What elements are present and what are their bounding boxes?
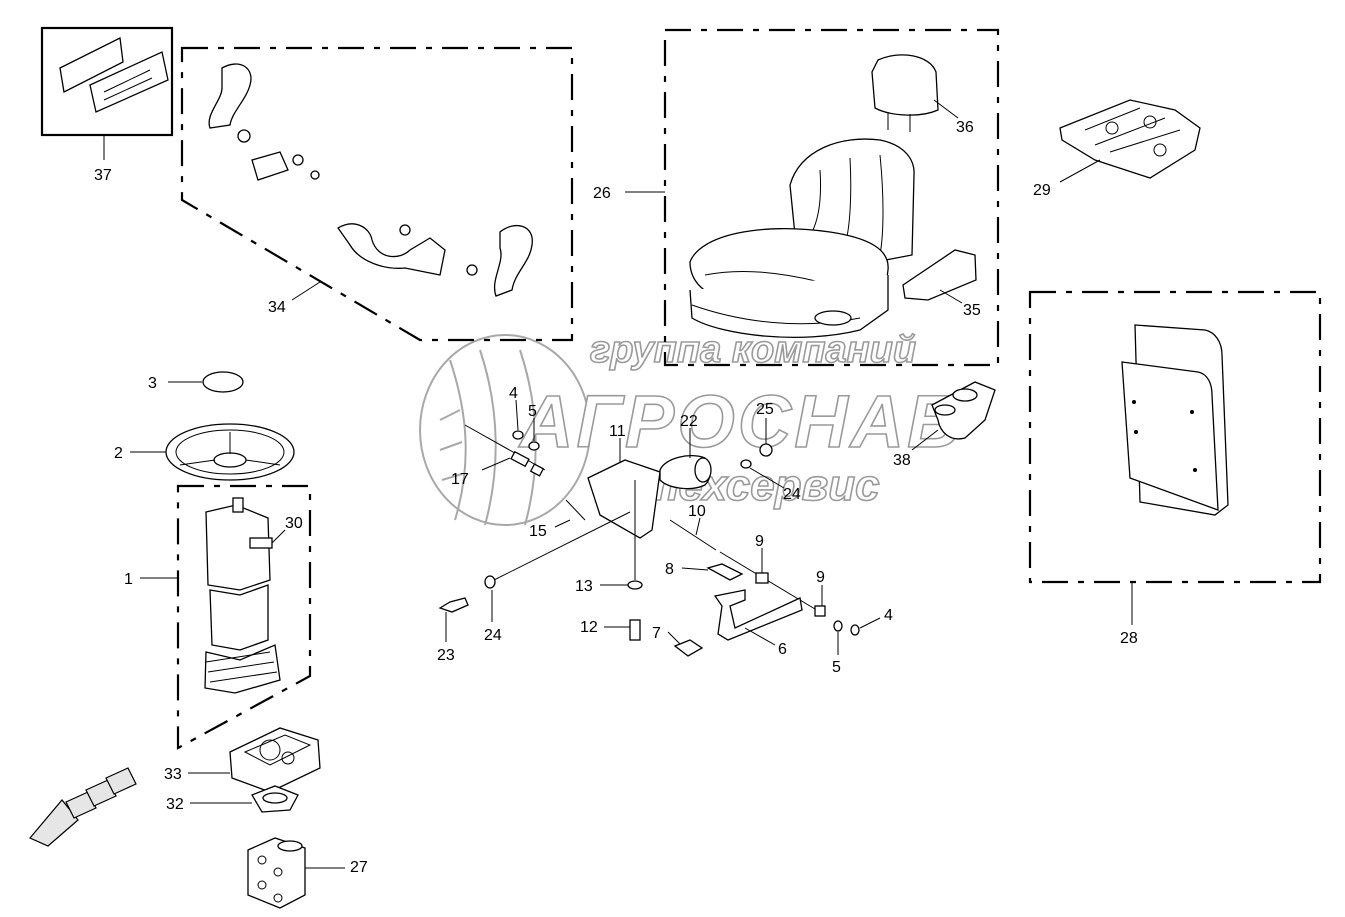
callout-1: 1	[124, 571, 133, 588]
callout-4-lower: 4	[884, 607, 893, 624]
callout-25: 25	[756, 401, 774, 418]
part-25-nut	[759, 443, 773, 457]
group-steering-valve	[188, 727, 345, 909]
part-23-bolt	[438, 597, 469, 613]
part-35-armrest	[902, 249, 977, 301]
callout-35: 35	[963, 302, 981, 319]
group-34-armrests	[180, 46, 574, 342]
part-10-shaft	[669, 519, 717, 551]
callout-8: 8	[665, 561, 674, 578]
part-17-rod	[464, 424, 546, 471]
frame-26	[663, 28, 1000, 367]
callout-36: 36	[956, 119, 974, 136]
part-9-bushing	[755, 572, 769, 584]
callout-32: 32	[166, 796, 184, 813]
callout-10: 10	[688, 503, 706, 520]
part-8-clip	[706, 563, 744, 581]
callout-2: 2	[114, 445, 123, 462]
part-7-pad	[673, 639, 704, 657]
callout-17: 17	[451, 471, 469, 488]
part-34-armrest-right	[494, 224, 533, 297]
group-29-seat-plate	[1059, 99, 1201, 183]
part-33-plate	[229, 727, 321, 793]
callout-38: 38	[893, 452, 911, 469]
callout-34: 34	[268, 299, 286, 316]
callout-6: 6	[778, 641, 787, 658]
part-6-lever	[713, 589, 803, 641]
frame-34	[180, 46, 574, 342]
frame-1	[176, 484, 312, 750]
callout-5-top: 5	[528, 403, 537, 420]
group-38-cup-holder	[911, 381, 996, 451]
callout-9-left: 9	[755, 533, 764, 550]
callout-23: 23	[437, 647, 455, 664]
part-27-valve	[247, 837, 306, 909]
callout-30: 30	[285, 515, 303, 532]
callout-22: 22	[680, 413, 698, 430]
part-4-washer	[512, 430, 524, 440]
callout-4-top: 4	[509, 385, 518, 402]
callout-26: 26	[593, 185, 611, 202]
callout-labels: 37 34 26 36 35 29 28 38 3 2 1 30 33 32 2…	[94, 119, 1138, 876]
part-5-washer-lower	[833, 620, 843, 632]
part-5-washer	[528, 441, 540, 451]
callout-5-lower: 5	[832, 659, 841, 676]
callout-28: 28	[1120, 630, 1138, 647]
callout-33: 33	[164, 766, 182, 783]
part-34-hinge-left	[251, 151, 289, 181]
watermark-logo	[419, 334, 591, 526]
part-15-spring	[565, 499, 586, 521]
part-24-washer-lower	[484, 575, 496, 589]
part-11-bracket	[587, 459, 661, 539]
callout-11: 11	[609, 423, 626, 440]
callout-7: 7	[652, 625, 661, 642]
callout-12: 12	[580, 619, 598, 636]
forward-arrow-icon	[29, 767, 137, 847]
group-28-panel	[1028, 290, 1322, 625]
part-4-washer-lower	[850, 624, 860, 636]
part-13-washer	[627, 580, 643, 590]
part-29-plate	[1059, 99, 1201, 179]
group-37-cab-pocket	[40, 26, 174, 160]
part-24-washer-right	[740, 459, 752, 469]
watermark-line2: АГРОСНАБ	[518, 380, 963, 463]
part-34-armrest-left	[208, 63, 252, 129]
callout-24-right: 24	[783, 486, 801, 503]
callout-37: 37	[94, 167, 112, 184]
callout-3: 3	[148, 375, 157, 392]
callout-24-lower: 24	[484, 627, 502, 644]
part-38-cup-holder	[931, 381, 996, 440]
part-1-boot	[204, 644, 281, 694]
callout-9-right: 9	[816, 569, 825, 586]
frame-37	[40, 26, 174, 137]
callout-13: 13	[575, 578, 593, 595]
group-steering	[130, 371, 312, 750]
frame-28	[1028, 290, 1322, 584]
part-34-bracket-right	[337, 223, 446, 276]
part-3-cap	[202, 371, 244, 393]
part-36-headrest	[871, 54, 939, 116]
callout-29: 29	[1033, 182, 1051, 199]
part-30-fitting	[249, 537, 273, 549]
part-12-bolt	[629, 619, 641, 641]
group-26-seat	[625, 28, 1000, 367]
callout-15: 15	[529, 523, 547, 540]
callout-27: 27	[350, 859, 368, 876]
group-adjust-linkage	[438, 399, 881, 657]
part-28-front-panel	[1121, 361, 1219, 511]
part-37-plate	[59, 37, 124, 93]
